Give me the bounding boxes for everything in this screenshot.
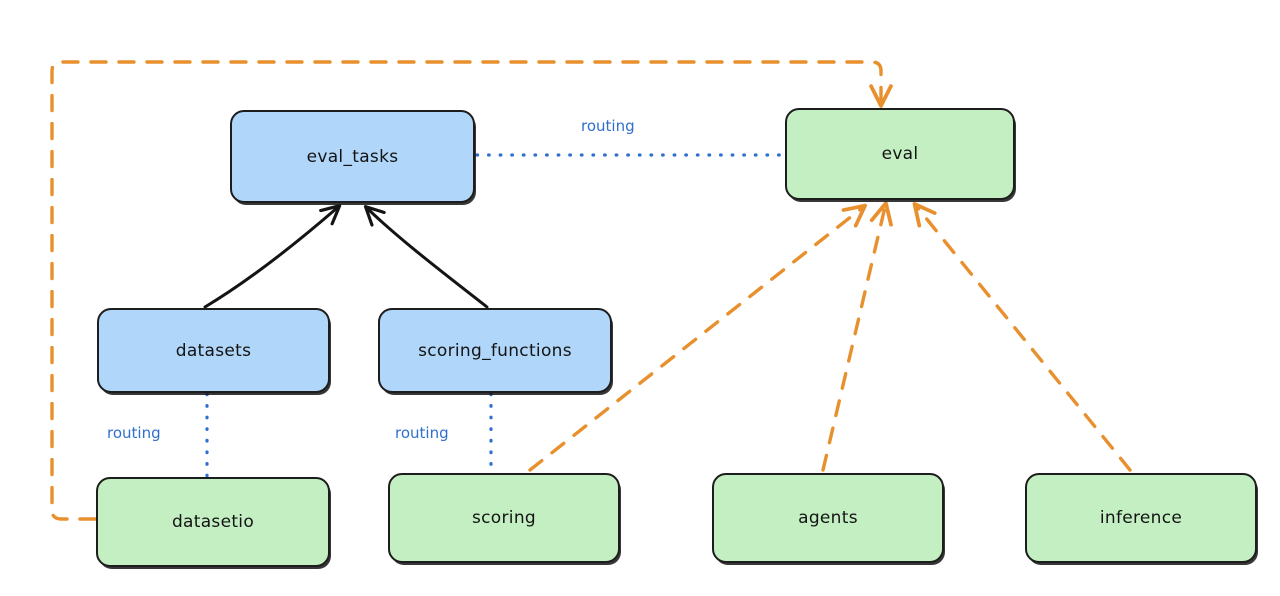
node-eval-tasks[interactable]: eval_tasks: [230, 110, 475, 203]
edge-label-routing-eval-tasks-eval: routing: [578, 117, 638, 135]
node-label: datasetio: [171, 512, 255, 532]
node-scoring[interactable]: scoring: [388, 473, 620, 563]
edge-label-routing-datasets-datasetio: routing: [104, 424, 164, 442]
node-label: scoring: [472, 508, 536, 528]
node-eval[interactable]: eval: [785, 108, 1015, 200]
node-label: inference: [1099, 508, 1183, 528]
edge-agents-to-eval: [821, 201, 893, 472]
edge-inference-to-eval: [912, 202, 1132, 472]
edge-scoring-to-eval: [528, 203, 867, 472]
node-scoring-functions[interactable]: scoring_functions: [378, 308, 612, 393]
edge-label-routing-scoring-functions-scoring: routing: [392, 424, 452, 442]
node-datasets[interactable]: datasets: [97, 308, 330, 393]
node-label: eval: [881, 144, 919, 164]
node-agents[interactable]: agents: [712, 473, 944, 563]
edge-datasets-to-eval_tasks: [203, 204, 342, 309]
edge-datasetio-to-eval: [50, 60, 893, 521]
node-label: datasets: [175, 340, 252, 361]
edge-scoring-functions-to-eval_tasks: [363, 204, 489, 309]
node-datasetio[interactable]: datasetio: [96, 477, 330, 567]
node-inference[interactable]: inference: [1025, 473, 1257, 563]
node-label: eval_tasks: [306, 146, 399, 167]
node-label: scoring_functions: [418, 340, 572, 361]
node-label: agents: [798, 508, 858, 528]
